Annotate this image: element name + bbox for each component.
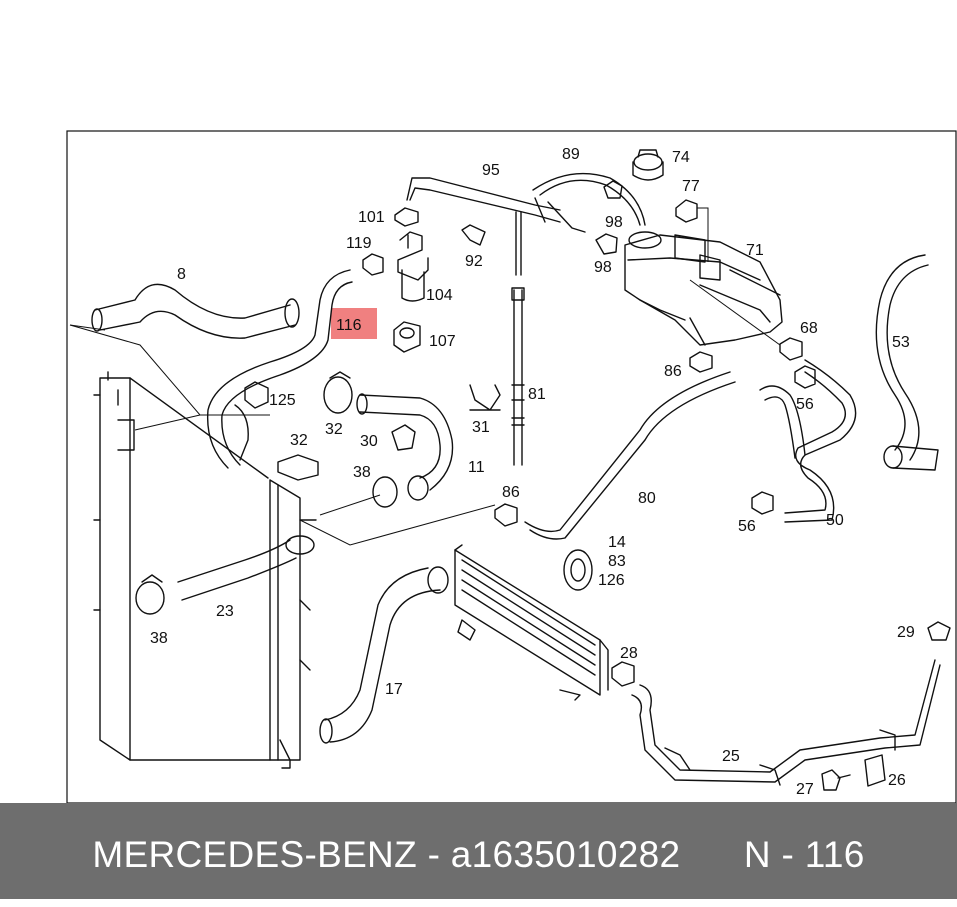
label-14: 14 [608, 534, 626, 551]
clip-98a [603, 180, 623, 199]
spacer [680, 834, 743, 875]
label-29: 29 [897, 624, 915, 641]
part-number: a1635010282 [450, 834, 681, 875]
label-32b: 32 [290, 432, 308, 449]
pipe-25 [631, 659, 941, 786]
hose-8 [91, 283, 300, 339]
label-83: 83 [608, 553, 626, 570]
label-26: 26 [888, 772, 906, 789]
clip-68 [779, 337, 803, 361]
label-125: 125 [269, 392, 296, 409]
clamp-38b [135, 574, 165, 615]
ring-14 [563, 549, 593, 591]
hose-116 [206, 269, 353, 469]
highlight-box [331, 308, 377, 339]
label-126: 126 [598, 572, 625, 589]
clamp-32a [323, 371, 353, 414]
label-119: 119 [346, 235, 372, 252]
label-98a: 98 [605, 214, 623, 231]
position-code: N - 116 [743, 834, 865, 875]
expansion-tank-71 [624, 207, 783, 346]
clip-98b [595, 233, 618, 255]
clip-56b [751, 491, 774, 515]
part-107 [393, 321, 421, 353]
label-86a: 86 [664, 363, 682, 380]
label-32a: 32 [325, 421, 343, 438]
clamp-31 [469, 384, 501, 411]
hose-80 [524, 371, 736, 540]
hose-17 [324, 567, 441, 743]
label-23: 23 [216, 603, 234, 620]
label-56a: 56 [796, 396, 814, 413]
label-71: 71 [746, 242, 764, 259]
label-95: 95 [482, 162, 500, 179]
clip-86a [689, 351, 713, 373]
clip-86b [494, 503, 518, 527]
label-28: 28 [620, 645, 638, 662]
clip-119 [362, 253, 384, 276]
clip-77 [675, 199, 698, 223]
footer-caption: MERCEDES-BENZ - a1635010282 N - 116 [0, 803, 957, 899]
clamp-28 [611, 661, 635, 687]
tube-81 [511, 211, 525, 466]
label-8: 8 [177, 266, 186, 283]
label-38a: 38 [353, 464, 371, 481]
bolt-27 [821, 769, 851, 791]
oil-cooler [454, 544, 609, 701]
clip-92 [461, 224, 486, 246]
brand-name: MERCEDES-BENZ [92, 834, 417, 875]
pump-104 [397, 231, 429, 302]
bracket-26 [864, 754, 886, 787]
label-68: 68 [800, 320, 818, 337]
label-116: 116 [336, 317, 362, 334]
label-74: 74 [672, 149, 690, 166]
clamp-125 [244, 381, 269, 409]
clamp-30 [391, 424, 416, 451]
hose-11 [356, 393, 454, 501]
label-50: 50 [826, 512, 844, 529]
label-107: 107 [429, 333, 456, 350]
label-80: 80 [638, 490, 656, 507]
label-81: 81 [528, 386, 546, 403]
clamp-29 [927, 621, 951, 641]
label-17: 17 [385, 681, 403, 698]
label-98b: 98 [594, 259, 612, 276]
label-86b: 86 [502, 484, 520, 501]
label-11: 11 [468, 459, 485, 476]
label-92: 92 [465, 253, 483, 270]
cap-74 [632, 149, 664, 181]
radiator [69, 324, 496, 769]
label-101: 101 [358, 209, 385, 226]
label-30: 30 [360, 433, 378, 450]
label-53: 53 [892, 334, 910, 351]
label-104: 104 [426, 287, 453, 304]
label-31: 31 [472, 419, 490, 436]
label-89: 89 [562, 146, 580, 163]
clamp-32b [277, 454, 319, 481]
separator: - [416, 834, 451, 875]
clip-56a [794, 365, 816, 389]
label-25: 25 [722, 748, 740, 765]
label-38b: 38 [150, 630, 168, 647]
footer-bar: MERCEDES-BENZ - a1635010282 N - 116 [0, 803, 957, 899]
diagram-frame [66, 130, 957, 804]
hose-53 [875, 254, 929, 461]
clip-101 [394, 207, 419, 227]
label-27: 27 [796, 781, 814, 798]
clamp-38a [372, 476, 398, 508]
label-56b: 56 [738, 518, 756, 535]
label-77: 77 [682, 178, 700, 195]
